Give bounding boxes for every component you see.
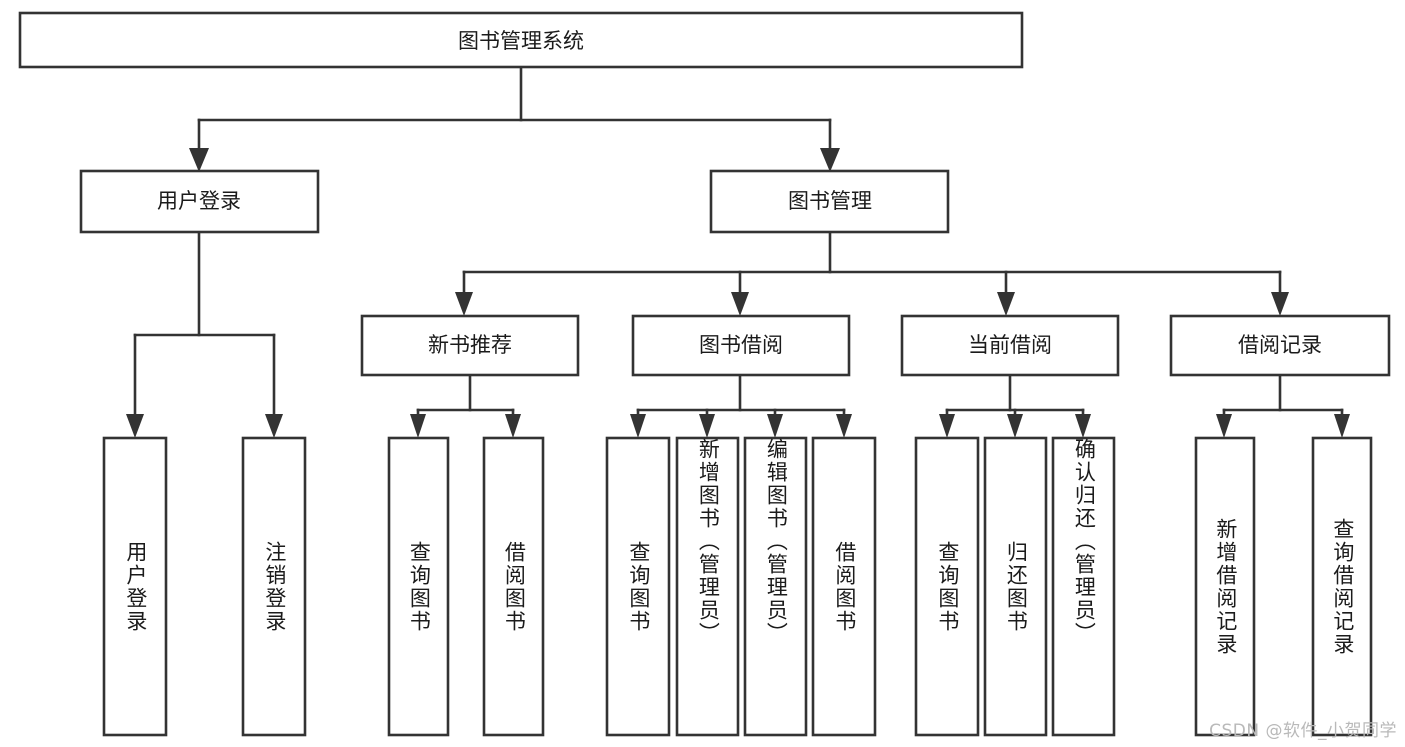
node-newbook-label: 新书推荐 [428,333,512,357]
arrow-to-leaf8 [836,414,852,438]
node-leaf8-box[interactable] [811,436,877,737]
node-bookmgmt-box[interactable] [709,169,950,234]
node-leaf5-box[interactable] [605,436,671,737]
arrow-to-current [997,292,1015,316]
arrow-to-newbook [455,292,473,316]
node-leaf6-box[interactable] [675,436,740,737]
node-login[interactable]: 用户登录 [79,169,320,234]
node-records-label: 借阅记录 [1238,333,1322,357]
arrow-to-leaf1 [126,414,144,438]
node-current[interactable]: 当前借阅 [900,314,1120,377]
node-root[interactable]: 图书管理系统 [18,11,1024,69]
arrow-to-leaf3 [410,414,426,438]
arrow-to-leaf13 [1334,414,1350,438]
node-leaf11-box[interactable] [1051,436,1116,737]
node-current-label: 当前借阅 [968,333,1052,357]
node-current-box[interactable] [900,314,1120,377]
node-leaf3-box[interactable] [387,436,450,737]
arrow-to-leaf7 [767,414,783,438]
node-leaf4-box[interactable] [482,436,545,737]
arrow-to-records [1271,292,1289,316]
node-borrow-label: 图书借阅 [699,333,783,357]
node-leaf1-box[interactable] [102,436,168,737]
node-leaf13-box[interactable] [1311,436,1373,737]
arrowheads-layer [126,148,1350,438]
arrow-to-leaf10 [1007,414,1023,438]
node-bookmgmt-label: 图书管理 [788,189,872,213]
node-root-label: 图书管理系统 [458,29,584,53]
node-newbook-box[interactable] [360,314,580,377]
node-login-box[interactable] [79,169,320,234]
arrow-to-leaf5 [630,414,646,438]
arrow-to-leaf9 [939,414,955,438]
csdn-watermark: CSDN @软件_小贺同学 [1209,721,1397,741]
arrow-to-borrow [731,292,749,316]
node-root-box[interactable] [18,11,1024,69]
arrow-to-leaf12 [1216,414,1232,438]
node-leaf7-box[interactable] [743,436,808,737]
arrow-to-leaf11 [1075,414,1091,438]
arrow-to-leaf2 [265,414,283,438]
node-leaf10-box[interactable] [983,436,1048,737]
node-leaf2-box[interactable] [241,436,307,737]
node-leaf12-box[interactable] [1194,436,1256,737]
node-borrow[interactable]: 图书借阅 [631,314,851,377]
node-records-box[interactable] [1169,314,1391,377]
leaf-boxes-layer [102,436,1373,737]
arrow-to-leaf6 [699,414,715,438]
node-login-label: 用户登录 [157,189,241,213]
node-newbook[interactable]: 新书推荐 [360,314,580,377]
arrow-to-leaf4 [505,414,521,438]
node-borrow-box[interactable] [631,314,851,377]
node-leaf9-box[interactable] [914,436,980,737]
node-bookmgmt[interactable]: 图书管理 [709,169,950,234]
arrow-to-bookmgmt [820,148,840,172]
arrow-to-login [189,148,209,172]
node-records[interactable]: 借阅记录 [1169,314,1391,377]
